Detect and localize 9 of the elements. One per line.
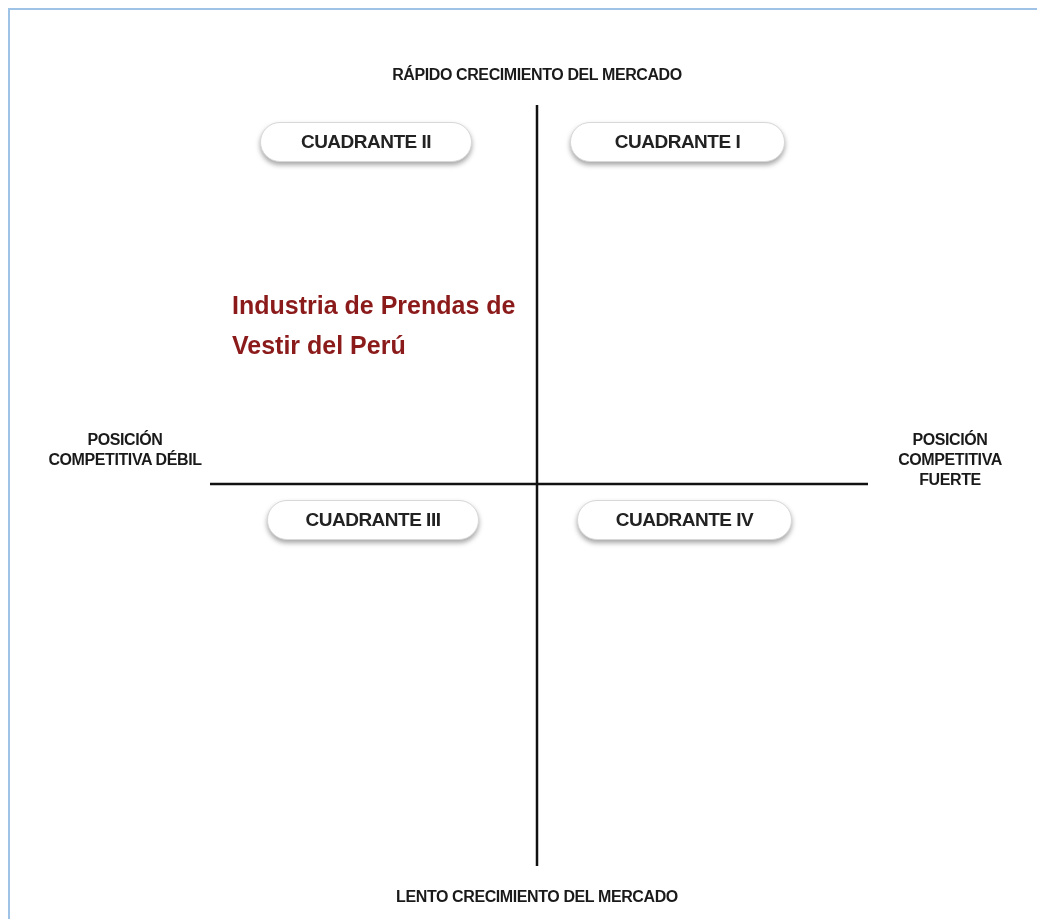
axis-title: POSICIÓN COMPETITIVA DÉBIL <box>47 430 203 470</box>
axis-title: LENTO CRECIMIENTO DEL MERCADO <box>395 888 679 906</box>
axis-title: POSICIÓN COMPETITIVA FUERTE <box>897 430 1003 490</box>
quadrant-label: CUADRANTE III <box>267 500 479 540</box>
quadrant-label: CUADRANTE I <box>570 122 785 162</box>
industry-label: Industria de Prendas de Vestir del Perú <box>232 290 517 361</box>
axis-title: RÁPIDO CRECIMIENTO DEL MERCADO <box>391 66 683 84</box>
quadrant-label: CUADRANTE IV <box>577 500 792 540</box>
quadrant-label: CUADRANTE II <box>260 122 472 162</box>
